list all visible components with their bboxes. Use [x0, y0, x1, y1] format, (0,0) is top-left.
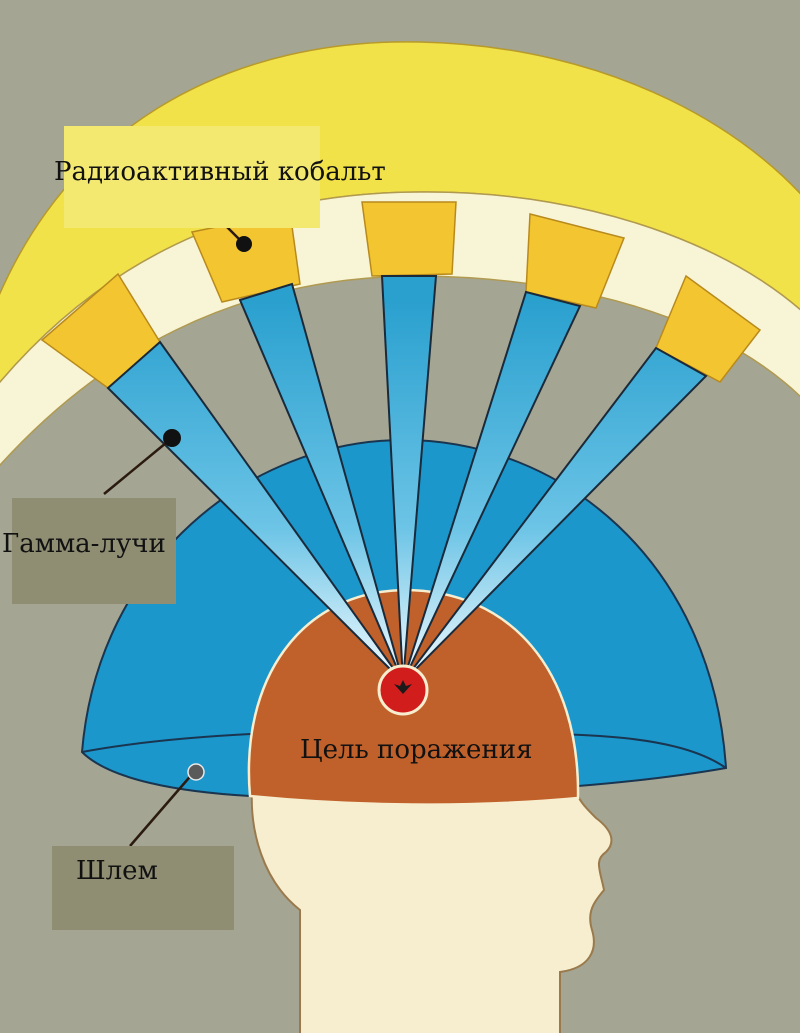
cobalt-label-box	[64, 126, 320, 228]
helmet-label-box	[52, 846, 234, 930]
gamma-beam-5	[402, 346, 708, 683]
source-block-5	[655, 274, 762, 383]
gamma-leader-dot	[163, 429, 181, 447]
gamma-label: Гамма-лучи	[2, 529, 166, 559]
helmet-label: Шлем	[76, 856, 158, 886]
target-label: Цель поражения	[300, 735, 533, 765]
gamma-beam-4	[402, 290, 582, 683]
helmet-leader-line	[129, 771, 195, 847]
source-block-4	[525, 213, 626, 309]
helmet-leader-dot	[187, 763, 205, 781]
gamma-leader-line	[103, 437, 173, 495]
source-block-3	[361, 201, 457, 277]
gamma-beam-3	[380, 275, 438, 683]
gamma-beam-1	[106, 340, 404, 683]
cobalt-leader-dot	[236, 236, 252, 252]
gamma-beam-2	[238, 282, 404, 683]
cobalt-label: Радиоактивный кобальт	[54, 157, 386, 187]
target-focus-mark	[394, 680, 412, 694]
gamma-label-box	[12, 498, 176, 604]
head	[250, 789, 613, 1033]
